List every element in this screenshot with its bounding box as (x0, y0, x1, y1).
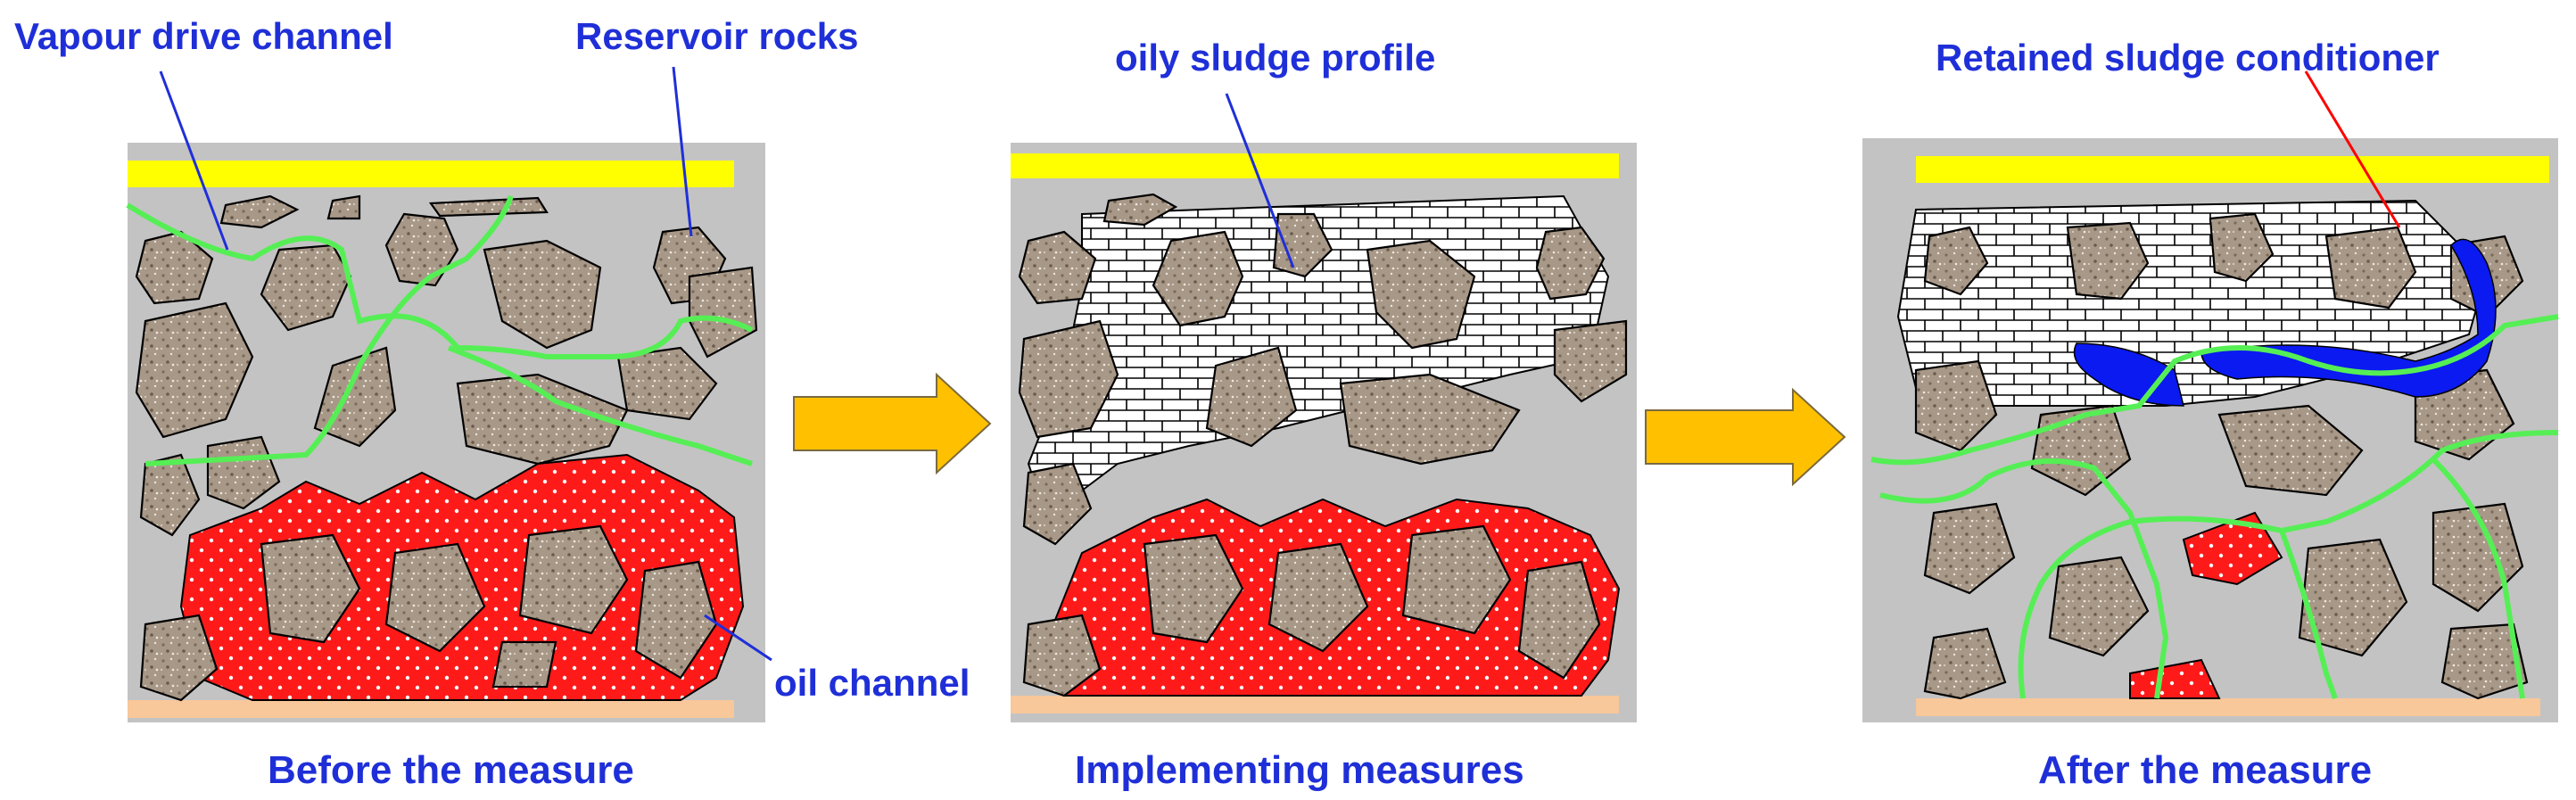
reservoir-rock (1553, 319, 1628, 403)
reservoir-rock (2440, 623, 2529, 700)
oil-channel-pointer (704, 614, 772, 662)
vapour-drive-channel (447, 345, 753, 466)
reservoir-rocks (1018, 193, 1628, 697)
panel-implementing (1011, 143, 1637, 722)
reservoir-rock (1923, 627, 2007, 700)
panel-after (1862, 138, 2559, 722)
vapour-drive-channel (126, 202, 754, 359)
reservoir-rock (1339, 373, 1521, 466)
caption-after: After the measure (2038, 748, 2373, 792)
reservoir-rock (313, 346, 397, 448)
vapour-drive-channel (144, 195, 514, 466)
reservoir-rock (1914, 359, 1998, 452)
reservoir-rock (384, 212, 459, 287)
retained-sludge-conditioner-label: Retained sludge conditioner (1936, 37, 2440, 78)
reservoir-rock (518, 524, 629, 635)
conditioner-pointer (2304, 70, 2401, 228)
reservoir-rock (2298, 538, 2408, 657)
reservoir-rock (2048, 556, 2150, 657)
oily-sludge-profile-label: oily sludge profile (1115, 37, 1436, 78)
retained-sludge-conditioner (2200, 238, 2497, 398)
retained-sludge-conditioner (2073, 342, 2184, 407)
reservoir-rock (260, 533, 361, 644)
reservoir-rocks-label: Reservoir rocks (575, 15, 859, 57)
reservoir-rock (1152, 230, 1244, 327)
reservoir-rock (491, 640, 557, 689)
bottom-boundary-bar (1916, 698, 2540, 716)
reservoir-rock (1272, 212, 1333, 278)
reservoir-rock (1022, 462, 1093, 546)
reservoir-rocks-pointer (672, 66, 693, 237)
bottom-boundary-bar (128, 700, 734, 718)
reservoir-rock (135, 301, 254, 439)
reservoir-rock (688, 266, 758, 359)
oil-zone (2182, 511, 2283, 586)
reservoir-rock (634, 560, 718, 680)
reservoir-rock (2217, 404, 2364, 497)
caption-implementing: Implementing measures (1075, 748, 1524, 792)
reservoir-rock (2066, 221, 2150, 301)
reservoir-rock (1923, 502, 2016, 595)
oil-channel-label: oil channel (774, 662, 970, 704)
vapour-drive-channel (1870, 314, 2559, 466)
vapour-drive-channel (1879, 458, 2169, 699)
vapour-channel-pointer (159, 70, 229, 251)
reservoir-rock (1267, 542, 1369, 653)
reservoir-rock (616, 346, 718, 421)
reservoir-rock (2432, 502, 2524, 613)
reservoir-rock (1143, 533, 1244, 644)
vapour-drive-channel (2279, 529, 2338, 700)
reservoir-rock (326, 194, 361, 220)
reservoir-rock (1205, 346, 1298, 448)
reservoir-rock (1102, 193, 1178, 227)
reservoir-rock (219, 194, 300, 229)
vapour-drive-channel (2431, 457, 2525, 699)
oil-zone (2129, 658, 2221, 699)
reservoir-rock (384, 542, 486, 653)
reservoir-rock (139, 453, 201, 537)
sludge-profile-pointer (1225, 93, 1295, 268)
panel-before (126, 143, 765, 722)
bottom-boundary-bar (1011, 696, 1619, 713)
reservoir-rock (456, 373, 629, 466)
top-boundary-bar (1011, 153, 1619, 178)
reservoir-rock (1018, 319, 1119, 439)
reservoir-rock (1366, 239, 1476, 350)
reservoir-rock (1535, 226, 1606, 301)
caption-before: Before the measure (268, 748, 634, 792)
reservoir-rock (1923, 226, 1989, 296)
reservoir-rock (139, 614, 219, 702)
vapour-drive-channel (2018, 430, 2559, 699)
reservoir-rocks (135, 194, 758, 702)
reservoir-rock (2324, 226, 2417, 309)
reservoir-rock (1018, 230, 1097, 305)
right-arrow-icon (1645, 387, 1846, 487)
reservoir-rock (483, 239, 602, 350)
reservoir-rock (1401, 524, 1512, 635)
top-boundary-bar (128, 161, 734, 187)
top-boundary-bar (1916, 156, 2549, 183)
reservoir-rock (1517, 560, 1601, 680)
vapour-drive-channel-label: Vapour drive channel (14, 15, 393, 57)
right-arrow-icon (793, 372, 992, 475)
reservoir-rock (428, 196, 549, 218)
reservoir-rock (2209, 212, 2275, 283)
reservoir-rock (1022, 614, 1102, 697)
